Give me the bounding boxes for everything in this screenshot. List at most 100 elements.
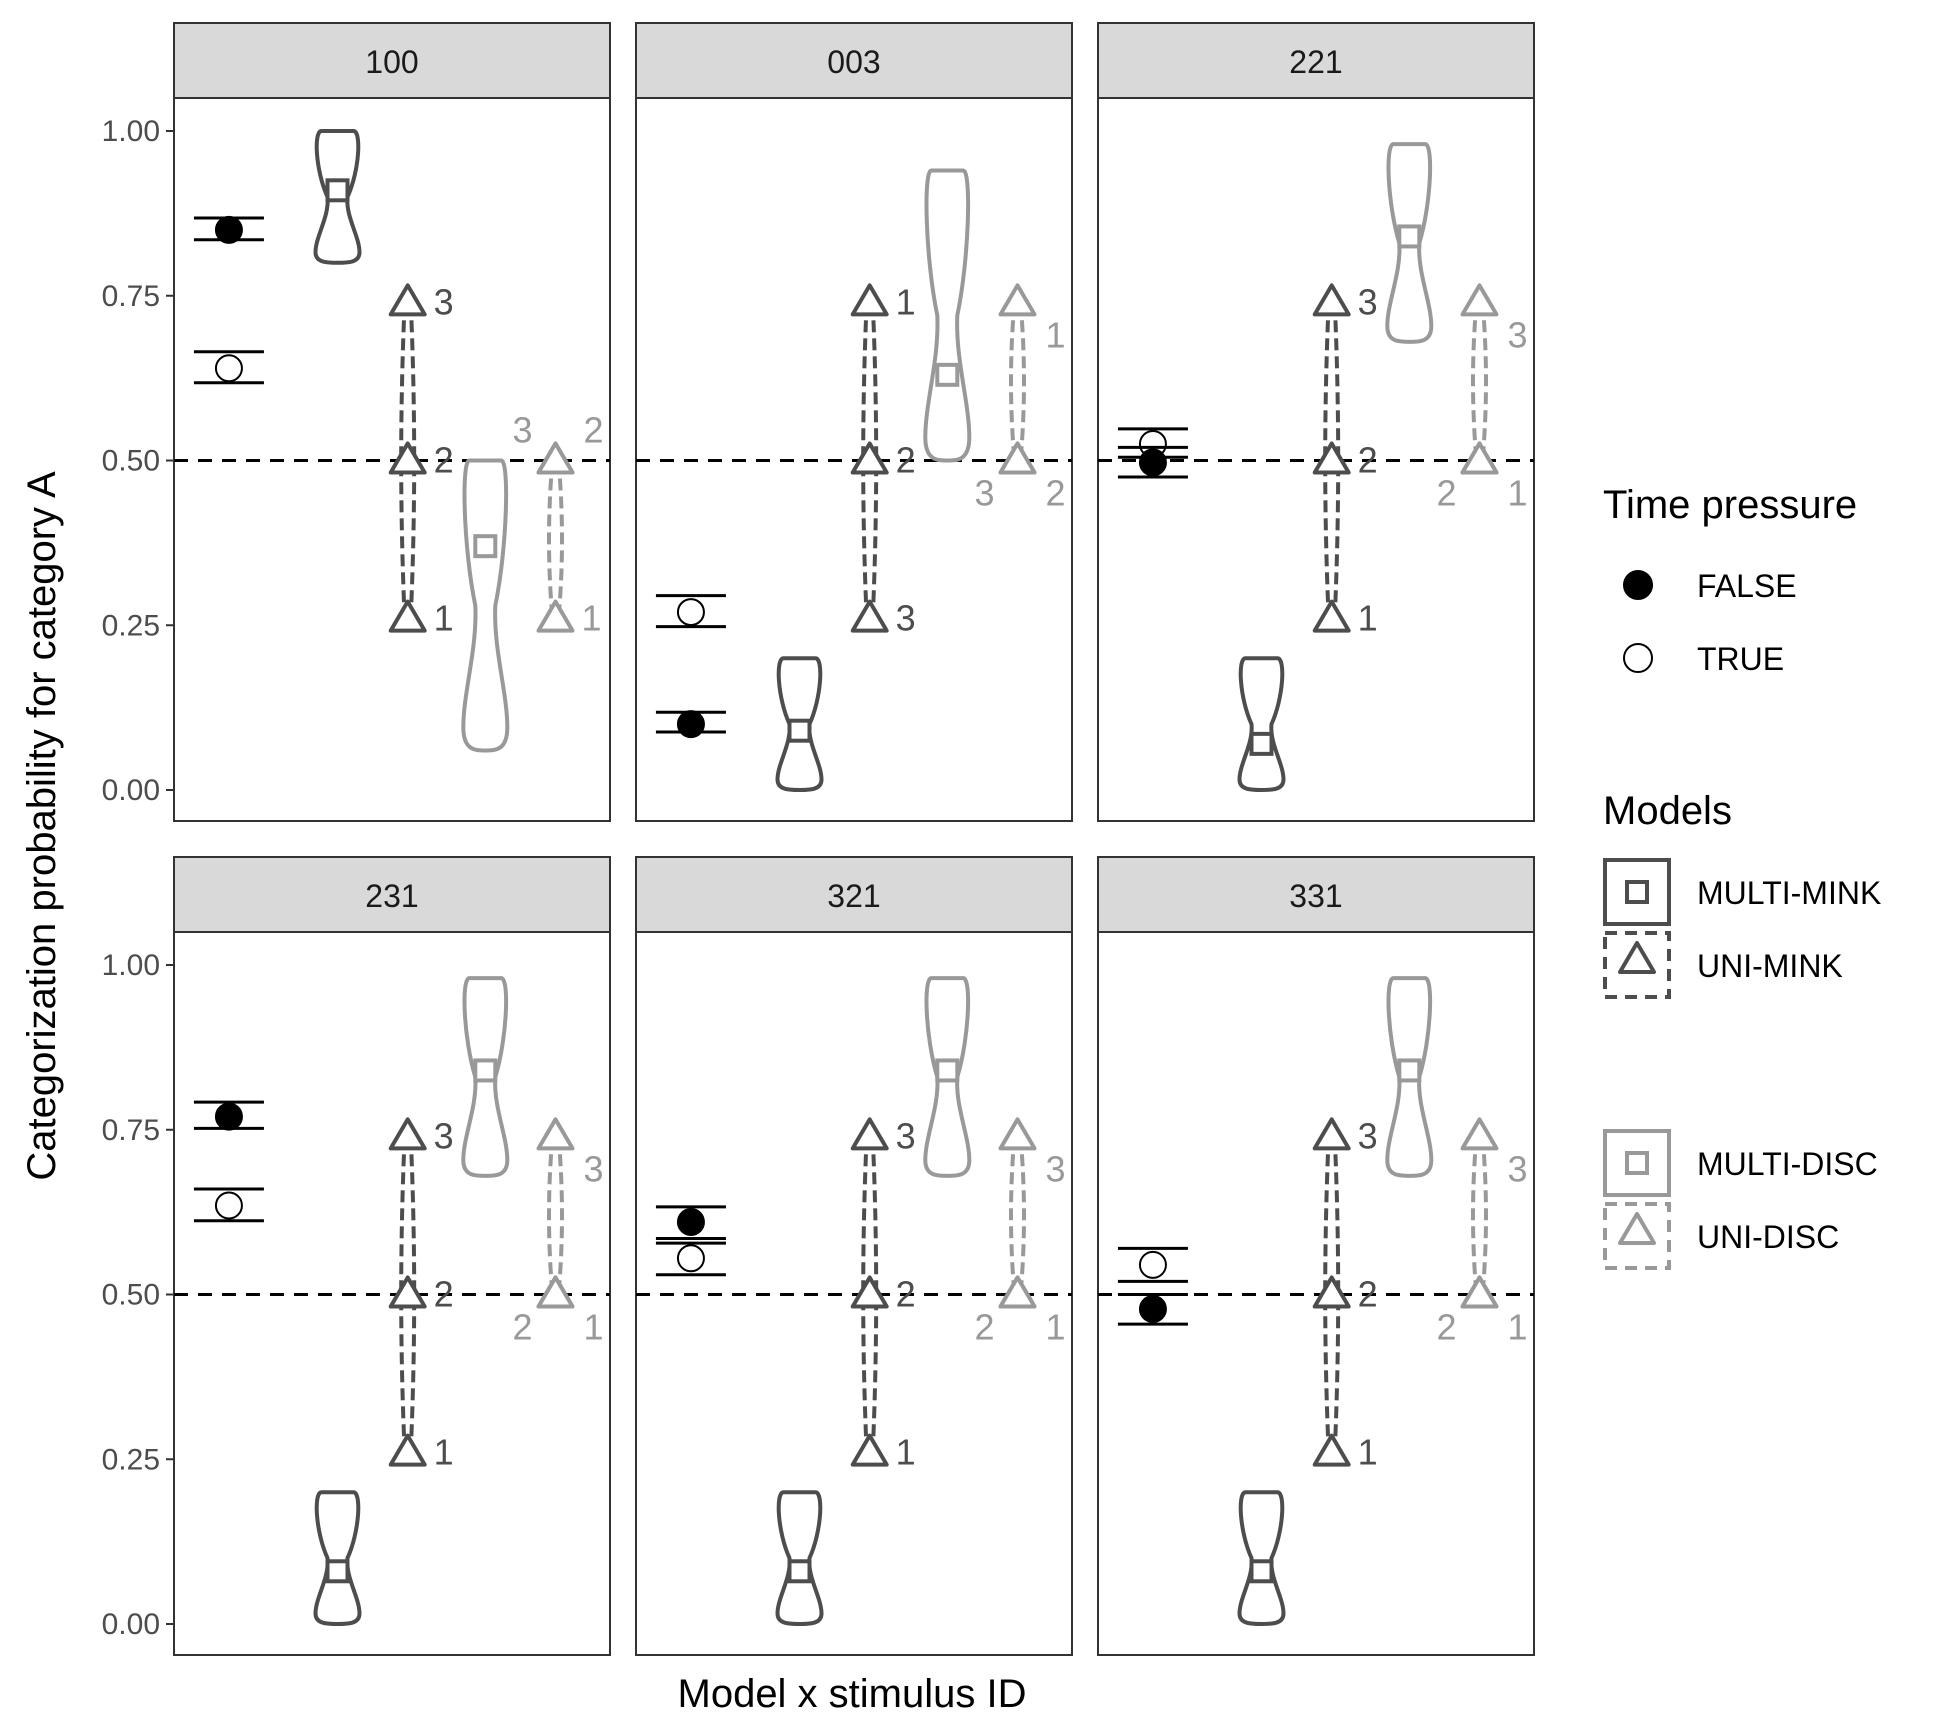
uni-disc-label: 1 (583, 1307, 603, 1348)
uni-mink-label: 2 (434, 1274, 454, 1315)
uni-mink-triangle (850, 1433, 889, 1467)
legend-time-pressure: Time pressure FALSE TRUE (1603, 483, 1857, 677)
y-tick-label: 1.00 (102, 949, 160, 982)
uni-mink-triangle (1312, 441, 1351, 475)
uni-disc-label: 2 (1045, 473, 1065, 514)
uni-mink-connector (408, 302, 417, 619)
facet-strip-label: 100 (365, 44, 418, 80)
multi-disc-violin-median-marker (473, 1058, 498, 1083)
multi-disc-violin-median-marker (1397, 224, 1422, 249)
facet-strip-label: 003 (827, 44, 880, 80)
legend-label-uni-mink: UNI-MINK (1697, 948, 1843, 984)
uni-mink-connector (1323, 1136, 1331, 1453)
uni-mink-label: 1 (434, 1432, 454, 1473)
uni-mink-connector (1323, 302, 1331, 619)
uni-disc-label: 1 (1045, 314, 1065, 355)
y-tick-label: 1.00 (102, 115, 160, 148)
uni-mink-connector (1332, 1136, 1341, 1453)
y-axis-title: Categorization probability for category … (20, 471, 64, 1181)
uni-mink-connector (870, 302, 879, 619)
uni-disc-label: 1 (1507, 1307, 1527, 1348)
facet-strip (173, 856, 611, 933)
uni-disc-connector (1480, 302, 1488, 461)
uni-mink-triangle (850, 1117, 889, 1151)
legend-title-time-pressure: Time pressure (1603, 483, 1857, 527)
uni-mink-triangle (1312, 1275, 1351, 1309)
facet-strip-label: 221 (1289, 44, 1342, 80)
uni-disc-connector (1009, 1136, 1017, 1295)
facet-strip-label: 321 (827, 878, 880, 914)
observed-point-false (1138, 1294, 1167, 1323)
uni-disc-triangle (1460, 1275, 1499, 1309)
observed-point-true (1138, 1250, 1167, 1279)
x-axis-title: Model x stimulus ID (678, 1672, 1027, 1716)
observed-point-false (676, 1208, 705, 1237)
uni-mink-label: 1 (896, 1432, 916, 1473)
uni-mink-label: 3 (896, 598, 916, 639)
facet-strip (635, 856, 1073, 933)
uni-mink-triangle (850, 1275, 889, 1309)
uni-disc-connector (1018, 302, 1026, 461)
uni-mink-triangle (388, 599, 427, 633)
observed-point-true (676, 598, 705, 627)
uni-disc-label: 2 (1436, 1307, 1456, 1348)
facet-strip (1097, 856, 1535, 933)
uni-mink-label: 1 (1358, 1432, 1378, 1473)
observed-point-true (676, 1244, 705, 1273)
uni-disc-triangle (536, 1117, 575, 1151)
uni-disc-label: 1 (1045, 1307, 1065, 1348)
uni-mink-triangle (388, 1275, 427, 1309)
legend-key-false-icon (1623, 570, 1653, 600)
uni-disc-label: 3 (583, 1148, 603, 1189)
multi-disc-violin (923, 168, 972, 463)
y-tick-label: 0.25 (102, 609, 160, 642)
legend-key-multi-disc-icon (1603, 1129, 1671, 1197)
observed-point-false (214, 1102, 243, 1131)
uni-mink-connector (870, 1136, 879, 1453)
uni-disc-triangle (536, 441, 575, 475)
multi-mink-violin-median-marker (1249, 731, 1274, 756)
legend-key-uni-disc-icon (1603, 1202, 1671, 1270)
legend-label-uni-disc: UNI-DISC (1697, 1219, 1839, 1255)
facet-strip-label: 231 (365, 878, 418, 914)
uni-mink-triangle (388, 1117, 427, 1151)
uni-disc-connector (1471, 302, 1479, 461)
y-tick-label: 0.50 (102, 1279, 160, 1312)
multi-mink-violin-median-marker (325, 1559, 350, 1584)
uni-mink-connector (408, 1136, 417, 1453)
legend-label-false: FALSE (1697, 568, 1797, 604)
multi-disc-violin-median-marker (935, 362, 960, 387)
uni-disc-triangle (998, 1275, 1037, 1309)
multi-mink-violin-median-marker (1249, 1559, 1274, 1584)
uni-disc-label: 2 (974, 1307, 994, 1348)
legend-label-true: TRUE (1697, 641, 1784, 677)
uni-mink-triangle (388, 1433, 427, 1467)
uni-disc-connector (556, 460, 564, 619)
multi-mink-violin-median-marker (787, 718, 812, 743)
uni-mink-triangle (1312, 1117, 1351, 1151)
uni-disc-triangle (1460, 441, 1499, 475)
uni-disc-triangle (536, 599, 575, 633)
uni-mink-label: 2 (1358, 1274, 1378, 1315)
uni-mink-label: 2 (896, 440, 916, 481)
uni-mink-label: 1 (896, 281, 916, 322)
uni-mink-connector (861, 302, 869, 619)
observed-point-true (214, 354, 243, 383)
legend-models: Models MULTI-MINK UNI-MINK MULTI-DISC UN… (1603, 789, 1881, 1270)
uni-disc-connector (556, 1136, 564, 1295)
uni-mink-connector (399, 1136, 407, 1453)
uni-mink-triangle (850, 441, 889, 475)
uni-disc-triangle (998, 283, 1037, 317)
uni-mink-triangle (1312, 1433, 1351, 1467)
uni-disc-triangle (1460, 283, 1499, 317)
uni-mink-label: 3 (434, 1115, 454, 1156)
observed-point-false (676, 710, 705, 739)
observed-point-false (1138, 448, 1167, 477)
uni-mink-label: 3 (896, 1115, 916, 1156)
uni-mink-triangle (1312, 283, 1351, 317)
